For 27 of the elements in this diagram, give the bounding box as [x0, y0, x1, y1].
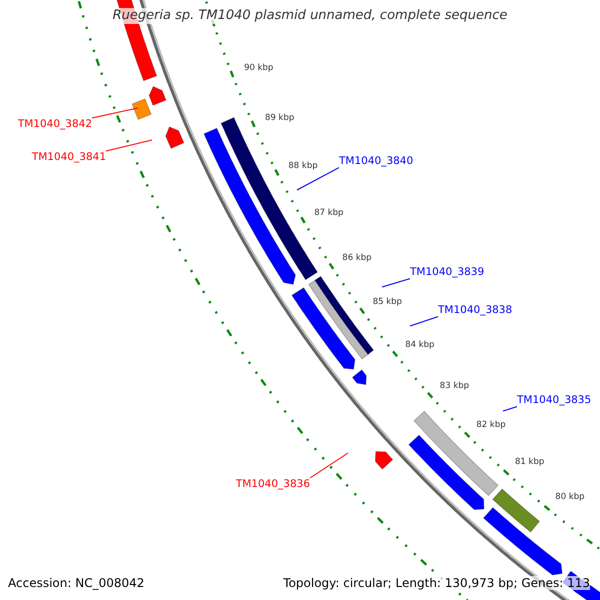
sequence-info-text: Topology: circular; Length: 130,973 bp; Genes: 113 — [283, 576, 590, 590]
gene-label: TM1040_3836 — [236, 478, 310, 491]
tick-label: 84 kbp — [405, 340, 434, 350]
gene-label: TM1040_3838 — [438, 304, 512, 317]
leader-line — [310, 452, 348, 478]
tick-label: 90 kbp — [244, 63, 274, 74]
leader-line — [92, 108, 138, 118]
leader-line — [410, 316, 438, 326]
leader-line — [382, 278, 410, 288]
gene-label: TM1040_3835 — [517, 394, 592, 407]
gene-label: TM1040_3842 — [18, 118, 92, 131]
leader-line — [296, 167, 340, 190]
tick-label: 80 kbp — [555, 492, 585, 502]
gene-label: TM1040_3839 — [410, 266, 484, 279]
tick-label: 83 kbp — [440, 380, 470, 391]
tick-label: 88 kbp — [288, 160, 318, 171]
leader-line — [106, 140, 152, 152]
tick-label: 89 kbp — [265, 112, 294, 123]
leader-line — [502, 406, 518, 412]
gene-label: TM1040_3840 — [339, 155, 414, 168]
tick-label: 82 kbp — [476, 420, 506, 430]
tick-label: 81 kbp — [515, 456, 544, 467]
tick-label: 87 kbp — [314, 208, 344, 218]
accession-text: Accession: NC_008042 — [8, 576, 144, 590]
tick-label: 86 kbp — [342, 253, 372, 264]
tick-label: 85 kbp — [372, 297, 402, 308]
gene-label: TM1040_3841 — [32, 151, 106, 164]
